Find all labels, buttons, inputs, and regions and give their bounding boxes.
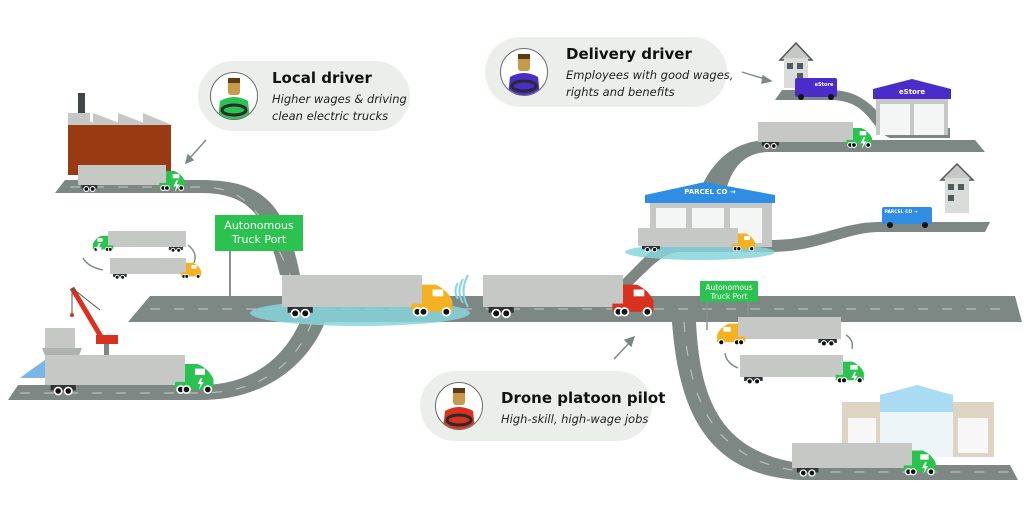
- trailer: [758, 122, 853, 142]
- estore-warehouse: [873, 79, 951, 135]
- trailer: [45, 355, 185, 385]
- steering-wheel-icon: [510, 79, 538, 93]
- steering-wheel-icon: [445, 413, 473, 427]
- cab-window: [850, 364, 858, 370]
- swap-autonomous-truck: [110, 258, 202, 280]
- parcel-van-label: PARCEL CO →: [884, 210, 918, 215]
- cab-window: [191, 265, 197, 269]
- avatar-delivery-driver: [500, 48, 548, 96]
- trailer: [483, 275, 623, 307]
- avatar-local-driver: [210, 72, 258, 120]
- port-road: [8, 322, 325, 400]
- trailer: [738, 317, 841, 339]
- platoon-lead-pilot-truck: [483, 275, 654, 319]
- cab-window: [97, 238, 103, 242]
- callout-subtitle: Employees with good wages, rights and be…: [566, 67, 733, 101]
- factory-road: [55, 180, 300, 275]
- driver-icon: [508, 54, 540, 95]
- callout-title: Delivery driver: [566, 45, 692, 63]
- factory-electric-truck: [78, 165, 185, 193]
- lightning-bolt-icon: [173, 180, 180, 193]
- trailer: [78, 165, 166, 185]
- trucks: [45, 122, 936, 477]
- lightning-bolt-icon: [860, 137, 867, 150]
- lightning-bolt-icon: [851, 371, 858, 384]
- warehouse-electric-truck: [792, 443, 936, 477]
- callout-subtitle: High-skill, high-wage jobs: [501, 411, 648, 428]
- callout-line: High-skill, high-wage jobs: [501, 412, 649, 426]
- factory: [68, 93, 172, 175]
- parcel-warehouse-label: PARCEL CO →: [684, 188, 736, 196]
- driver-icon: [218, 78, 250, 119]
- callout-subtitle: Higher wages & driving clean electric tr…: [272, 91, 407, 125]
- callout-line: rights and benefits: [566, 85, 675, 99]
- road-dashes: [20, 186, 1010, 473]
- avatar-drone-pilot: [435, 382, 483, 430]
- cab-window: [743, 236, 750, 240]
- cab-window: [920, 454, 929, 460]
- port-electric-truck: [45, 355, 214, 396]
- upper-electric-truck: [758, 122, 872, 150]
- callout-title: Local driver: [272, 69, 372, 87]
- lightning-bolt-icon: [95, 243, 102, 256]
- estore-van: [795, 78, 837, 100]
- trailer: [740, 355, 843, 377]
- sign-line-2: Truck Port: [710, 292, 748, 301]
- callout-delivery-driver: Delivery driver Employees with good wage…: [485, 37, 733, 107]
- estore-warehouse-label: eStore: [898, 88, 926, 96]
- house-right: [939, 162, 975, 213]
- swap-right-autonomous-truck: [717, 317, 841, 347]
- callout-line: Higher wages & driving: [272, 92, 407, 106]
- cab-window: [432, 289, 444, 297]
- estore-van-label: eStore: [814, 82, 834, 88]
- platoon-autonomous-truck: [282, 275, 453, 319]
- wireless-signal-icon: [454, 274, 469, 308]
- trailer: [110, 258, 186, 274]
- driver-icon: [443, 388, 475, 429]
- swap-right-electric-truck: [740, 355, 864, 385]
- callout-title: Drone platoon pilot: [501, 389, 666, 407]
- cab-window: [172, 174, 180, 179]
- steering-wheel-icon: [220, 103, 248, 117]
- callout-line: Employees with good wages,: [566, 68, 734, 82]
- cab-window: [723, 326, 731, 332]
- trailer: [282, 275, 422, 307]
- lightning-bolt-icon: [922, 462, 929, 475]
- trailer: [638, 228, 738, 246]
- arrow-icon: [187, 244, 196, 264]
- arrow-icon: [187, 139, 207, 161]
- sign-line-2: Truck Port: [231, 233, 287, 246]
- callout-line: clean electric trucks: [272, 109, 389, 123]
- sign-line-1: Autonomous: [705, 283, 753, 292]
- cab-window: [633, 289, 645, 297]
- arrows: [82, 71, 854, 369]
- swap-electric-truck: [92, 231, 186, 256]
- autonomous-truck-port-sign-right: Autonomous Truck Port: [700, 281, 758, 302]
- arrow-icon: [845, 334, 854, 350]
- cab-window: [194, 368, 205, 375]
- lightning-bolt-icon: [197, 378, 204, 391]
- trailer: [108, 231, 186, 247]
- callout-drone-platoon-pilot: Drone platoon pilot High-skill, high-wag…: [420, 371, 665, 441]
- parcel-van: [882, 207, 932, 228]
- trailer: [792, 443, 912, 468]
- callout-local-driver: Local driver Higher wages & driving clea…: [198, 61, 410, 131]
- sign-line-1: Autonomous: [224, 219, 294, 232]
- arrow-icon: [724, 352, 739, 369]
- autonomous-truck-port-sign-left: Autonomous Truck Port: [215, 215, 303, 251]
- parcel-autonomous-truck: [638, 228, 756, 253]
- arrow-icon: [82, 257, 104, 271]
- cab-window: [859, 131, 867, 136]
